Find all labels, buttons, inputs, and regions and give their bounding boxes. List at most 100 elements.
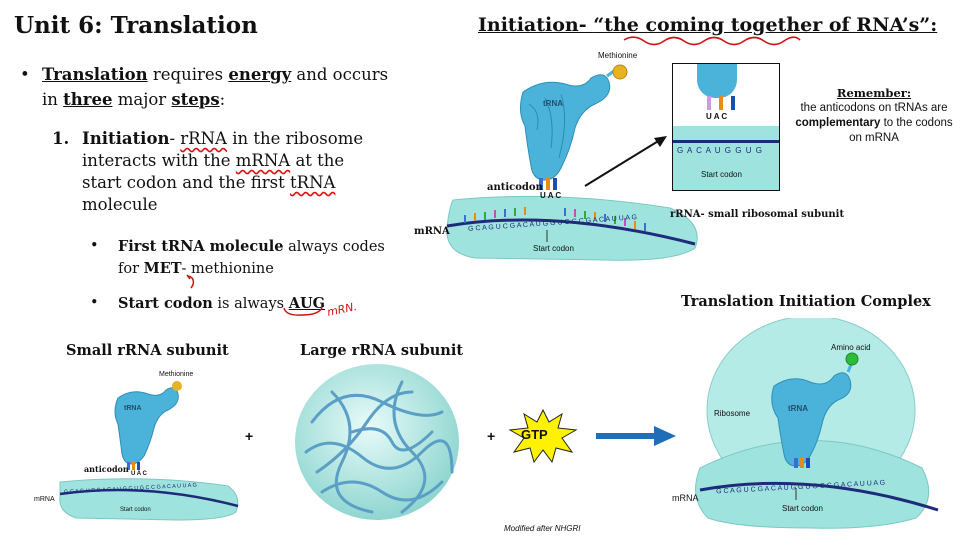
- mrna-base-ticks: [464, 207, 646, 231]
- word-trna: tRNA: [290, 173, 336, 192]
- word-met: MET: [143, 260, 182, 277]
- page-title: Unit 6: Translation: [14, 12, 258, 39]
- trna-label: tRNA: [124, 405, 142, 412]
- mrna-strand: [59, 488, 239, 508]
- anticodon-stub: [546, 178, 550, 190]
- red-squiggle: [623, 36, 801, 46]
- plus-sign: +: [245, 428, 254, 444]
- zoom-anticodon-stub: [707, 96, 711, 110]
- methionine-label: Methionine: [159, 371, 194, 378]
- zoom-arrowhead: [654, 136, 667, 147]
- text-span: -: [169, 129, 181, 148]
- text-span: major: [112, 90, 172, 109]
- large-subunit-sphere: [295, 364, 459, 520]
- small-subunit-title: Small rRNA subunit: [66, 342, 229, 359]
- rrna-strands: [304, 380, 454, 514]
- credit-note: Modified after NHGRI: [504, 524, 581, 533]
- anticodon-stub: [132, 462, 135, 470]
- zoom-trna: [697, 64, 737, 98]
- word-translation: Translation: [42, 65, 148, 84]
- anticodon-label: anticodon: [487, 182, 543, 193]
- anticodon-label: anticodon: [84, 464, 129, 474]
- remember-note: Remember: the anticodons on tRNAs are co…: [790, 86, 958, 146]
- word-rrna: rRNA: [180, 129, 227, 148]
- large-subunit-title: Large rRNA subunit: [300, 342, 464, 359]
- anticodon-stub: [553, 178, 557, 190]
- zoom-anticodon-stub: [731, 96, 735, 110]
- text-bold: First tRNA molecule: [118, 238, 284, 255]
- methionine-ball: [612, 64, 628, 80]
- word-steps: steps: [171, 90, 220, 109]
- initiation-quote: “the coming together of RNA’s”:: [593, 14, 938, 36]
- remember-title: Remember:: [836, 86, 912, 100]
- text-span: and occurs in: [42, 65, 389, 109]
- mrna-strand: [446, 218, 696, 246]
- sub-bullet-first-trna: • First tRNA molecule always codes for M…: [90, 236, 400, 280]
- small-ribosome-shape: [446, 195, 698, 261]
- plus-sign: +: [487, 428, 496, 444]
- step-initiation: 1. Initiation- rRNA in the ribosome inte…: [52, 128, 382, 216]
- text-span: at the start codon and the first: [82, 151, 345, 192]
- word-energy: energy: [228, 65, 292, 84]
- gtp-burst-icon: [508, 408, 578, 464]
- red-hook-mark: [186, 274, 195, 289]
- start-codon-label: Start codon: [120, 507, 151, 513]
- trna-shape: [519, 74, 611, 181]
- initiation-complex-diagram: [695, 318, 939, 529]
- anticodon-stub: [800, 458, 804, 468]
- word-mrna: mRNA: [235, 151, 291, 170]
- mrna-label: mRNA: [672, 493, 699, 503]
- complex-title: Translation Initiation Complex: [681, 293, 931, 310]
- text-span: - methionine: [181, 261, 274, 277]
- text-span: always codes for: [118, 239, 385, 277]
- step-label: Initiation: [82, 129, 170, 148]
- start-codon-label: Start codon: [533, 244, 574, 253]
- trna-label: tRNA: [543, 99, 563, 108]
- text-span: the anticodons on tRNAs are: [800, 102, 948, 114]
- bullet-dot: •: [20, 65, 30, 84]
- step-number: 1.: [52, 129, 70, 148]
- ribosome-label: Ribosome: [714, 409, 751, 418]
- text-span: :: [219, 90, 226, 109]
- text-span: to the codons on mRNA: [849, 117, 953, 144]
- zoom-uac: U A C: [706, 112, 728, 121]
- anticodon-uac: U A C: [131, 471, 147, 477]
- text-span: is always: [212, 296, 289, 312]
- blue-arrow-icon: [596, 426, 676, 446]
- zoom-arrow: [584, 139, 661, 187]
- zoom-mrna-strand: [673, 140, 779, 143]
- anticodon-stub: [539, 178, 543, 190]
- bullet-dot: •: [90, 238, 99, 254]
- small-subunit-diagram: [59, 381, 239, 521]
- rrna-label: rRNA- small ribosomal subunit: [670, 209, 845, 220]
- methionine-label: Methionine: [598, 51, 638, 60]
- text-bold: Start codon: [118, 295, 213, 312]
- mrna-label: mRNA: [34, 496, 55, 503]
- mrna-strand: [699, 481, 939, 512]
- zoom-start-codon: Start codon: [701, 170, 742, 179]
- trna-shape: [114, 387, 179, 465]
- initiation-prefix: Initiation-: [478, 14, 594, 36]
- text-span: requires: [147, 65, 229, 84]
- bullet-dot: •: [90, 295, 99, 311]
- anticodon-stub: [806, 458, 810, 468]
- zoom-ribosome: [673, 126, 779, 190]
- mrna-label: mRNA: [414, 226, 450, 237]
- anticodon-stub: [137, 462, 140, 470]
- top-initiation-diagram: [446, 64, 698, 261]
- trna-shape: [771, 372, 852, 467]
- anticodon-stub: [127, 462, 130, 470]
- zoom-box: U A C G A C A U G G U G Start codon: [672, 63, 780, 191]
- anticodon-uac: U A C: [540, 191, 562, 200]
- amino-acid-ball: [845, 352, 859, 366]
- text-bold: complementary: [795, 117, 881, 129]
- zoom-anticodon-stub: [719, 96, 723, 110]
- methionine-ball: [172, 381, 182, 391]
- word-three: three: [63, 90, 113, 109]
- gtp-label: GTP: [521, 427, 548, 442]
- word-aug: AUG: [288, 295, 325, 312]
- amino-acid-label: Amino acid: [831, 343, 871, 352]
- text-span: in the ribosome interacts with the: [82, 129, 364, 170]
- start-codon-label: Start codon: [782, 504, 823, 513]
- sub-bullet-start-codon: • Start codon is always AUG: [90, 293, 400, 315]
